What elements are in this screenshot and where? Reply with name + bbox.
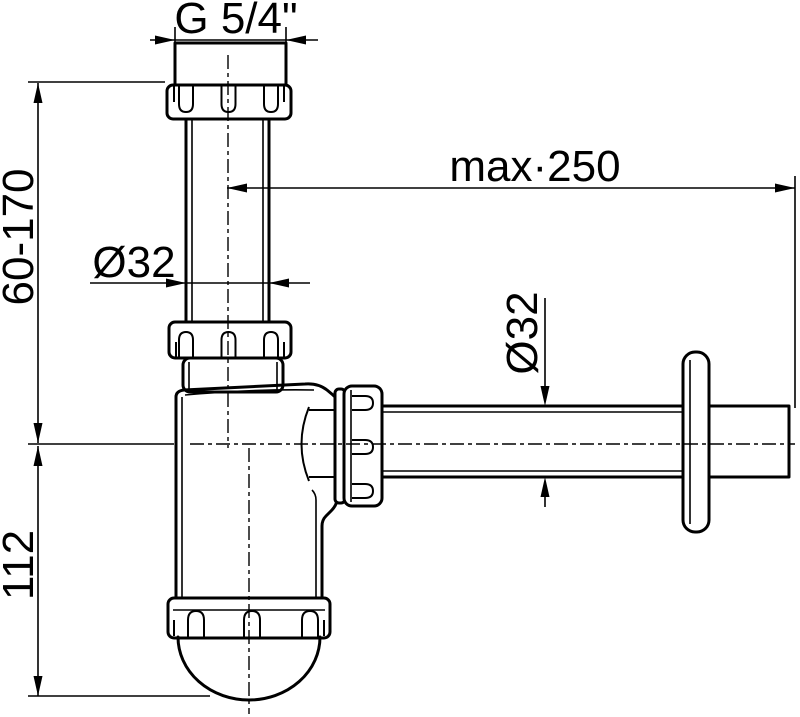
- dim-trap-depth: 112: [0, 443, 210, 697]
- outlet-nut: [342, 384, 384, 508]
- pipe-nut: [167, 320, 293, 360]
- adjustable-height-label: 60-170: [0, 168, 43, 305]
- thread-size-label: G 5/4": [174, 0, 297, 43]
- dim-inlet-diameter: Ø32: [90, 238, 310, 288]
- dim-thread-size: G 5/4": [150, 0, 318, 45]
- outlet-pipe: [380, 404, 791, 479]
- inlet-diameter-label: Ø32: [92, 238, 175, 287]
- dim-outlet-diameter: Ø32: [498, 291, 550, 507]
- max-offset-label: max·250: [449, 142, 620, 191]
- outlet-diameter-label: Ø32: [498, 291, 547, 374]
- inlet-nut: [165, 83, 293, 121]
- inlet-thread-section: [173, 41, 288, 87]
- dim-max-offset: max·250: [227, 142, 796, 408]
- trap-depth-label: 112: [0, 530, 43, 600]
- wall-flange: [681, 350, 711, 534]
- dim-adjustable-height: 60-170: [0, 81, 165, 443]
- inlet-tailpipe: [184, 117, 271, 324]
- trap-body: [174, 382, 339, 603]
